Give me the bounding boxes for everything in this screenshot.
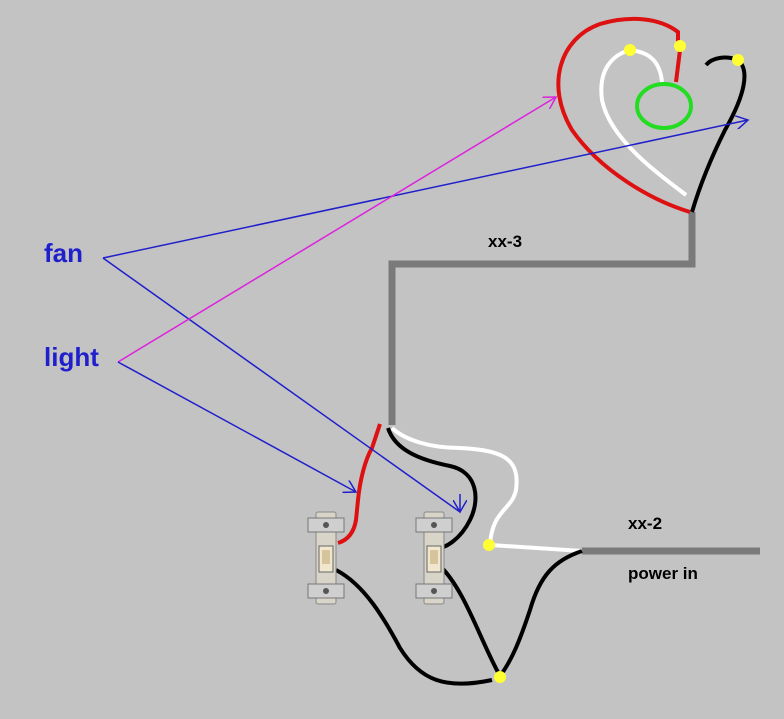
wire-nut-icon (483, 539, 495, 551)
fan-label: fan (44, 238, 83, 268)
wire-nut-icon (674, 40, 686, 52)
wire-nut-icon (624, 44, 636, 56)
switch-load-wire-2 (438, 564, 502, 677)
power-line-wire (498, 549, 583, 678)
wire-nut-icon (732, 54, 744, 66)
fixture-hot-stub (674, 49, 682, 83)
fixture-hot-wire (556, 16, 691, 214)
wire-nut-icon (494, 671, 506, 683)
cable-xx-3-label: xx-3 (488, 232, 523, 251)
switch-hot-red-wire (337, 423, 382, 545)
light-fixture-icon (635, 82, 693, 130)
fixture-neutral-wire (599, 47, 688, 197)
power-in-label: power in (628, 564, 698, 583)
switch-neutral-wire (390, 426, 583, 553)
fan-arrow-to-fixture (102, 120, 748, 259)
cable-xx-3 (388, 212, 696, 425)
cable-xx-2-label: xx-2 (628, 514, 663, 533)
toggle-switch-icon (307, 511, 345, 605)
fan-arrow-to-switch (102, 257, 460, 512)
light-arrow-to-switch (117, 361, 356, 492)
toggle-switch-icon (415, 511, 453, 605)
switch-line-wire-fan (386, 427, 478, 550)
light-arrow-to-fixture (117, 97, 556, 363)
fixture-line-wire (690, 55, 747, 213)
light-label: light (44, 342, 99, 372)
switch-load-wire (335, 568, 493, 686)
